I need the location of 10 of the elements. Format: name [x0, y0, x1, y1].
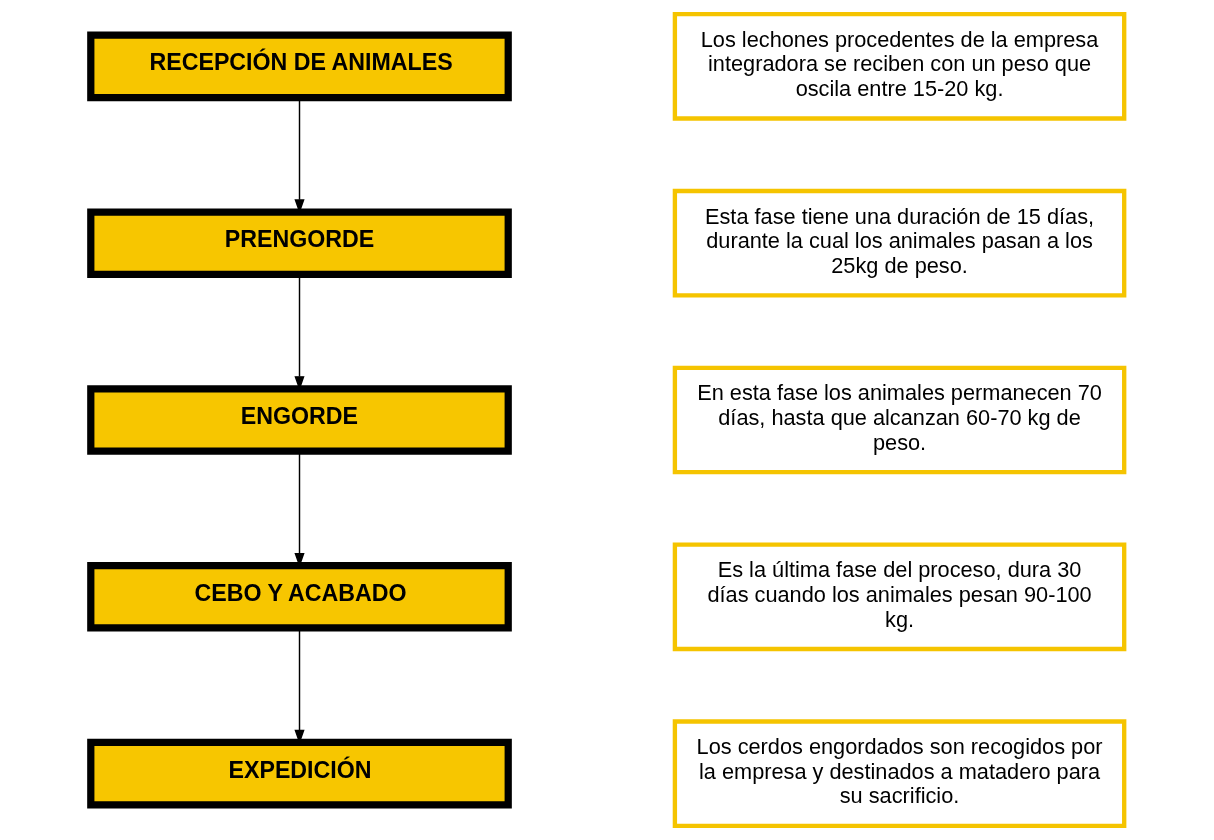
node-box: ENGORDE	[86, 385, 512, 455]
node-box: RECEPCIÓN DE ANIMALES	[86, 31, 512, 102]
node-box: Es la última fase del proceso, dura 30 días cuando los animales pesan 90-100 kg.	[672, 542, 1126, 652]
node-box: Los lechones procedentes de la empresa integradora se reciben con un peso que oscila entre 15-20 kg.	[672, 12, 1126, 121]
node-box: En esta fase los animales permanecen 70 días, hasta que alcanzan 60-70 kg de peso.	[672, 365, 1126, 475]
node-box: CEBO Y ACABADO	[86, 562, 512, 632]
node-box: PRENGORDE	[86, 208, 512, 278]
node-box: EXPEDICIÓN	[86, 738, 512, 809]
node-box: Los cerdos engordados son recogidos por la empresa y destinados a matadero para su sacrificio.	[672, 719, 1126, 828]
node-box: Esta fase tiene una duración de 15 días, durante la cual los animales pasan a los 25kg de peso.	[672, 188, 1126, 298]
